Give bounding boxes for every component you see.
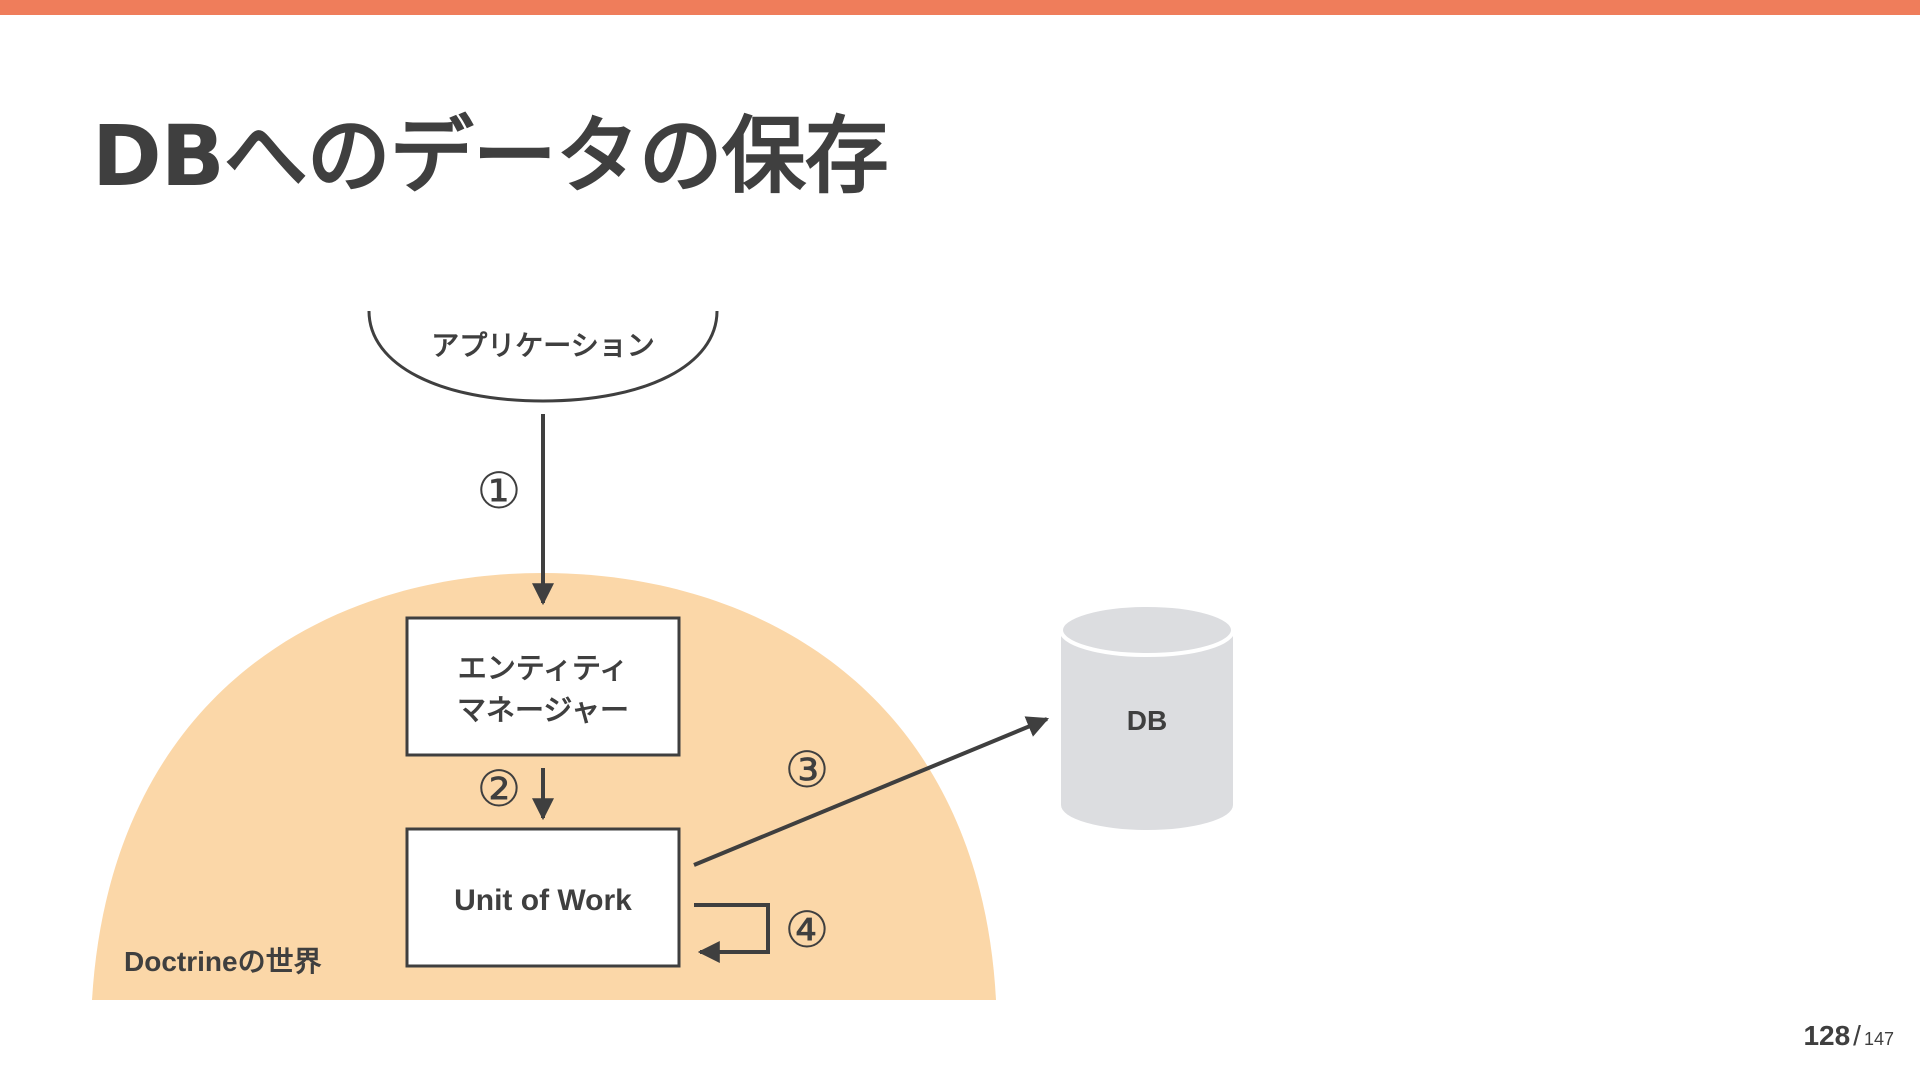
doctrine-world-label: Doctrineの世界	[124, 946, 322, 977]
entity-manager-label-line1: エンティティ	[458, 651, 629, 685]
application-label: アプリケーション	[431, 329, 654, 362]
step1-label: ①	[477, 462, 522, 520]
step4-label: ④	[785, 901, 830, 959]
database-top	[1059, 603, 1235, 657]
entity-manager-box	[405, 616, 681, 757]
entity-manager-label-line2: マネージャー	[457, 693, 629, 727]
arrow-step3	[693, 716, 1050, 867]
unit-of-work-label: Unit of Work	[454, 884, 632, 917]
arrow-step4	[694, 903, 770, 963]
application-arc	[367, 310, 719, 403]
page-separator: /	[1853, 1020, 1861, 1051]
page-total: 147	[1863, 1029, 1894, 1049]
slide-title: DBへのデータの保存	[92, 107, 889, 205]
database-label: DB	[1127, 705, 1167, 736]
step2-label: ②	[477, 760, 522, 818]
accent-top-bar	[0, 0, 1920, 15]
page-number: 128/147	[1803, 1020, 1894, 1052]
page-current: 128	[1803, 1020, 1851, 1051]
database-cylinder	[1059, 603, 1235, 830]
step3-label: ③	[785, 741, 830, 799]
database-body	[1061, 630, 1233, 830]
unit-of-work-box	[405, 827, 681, 968]
